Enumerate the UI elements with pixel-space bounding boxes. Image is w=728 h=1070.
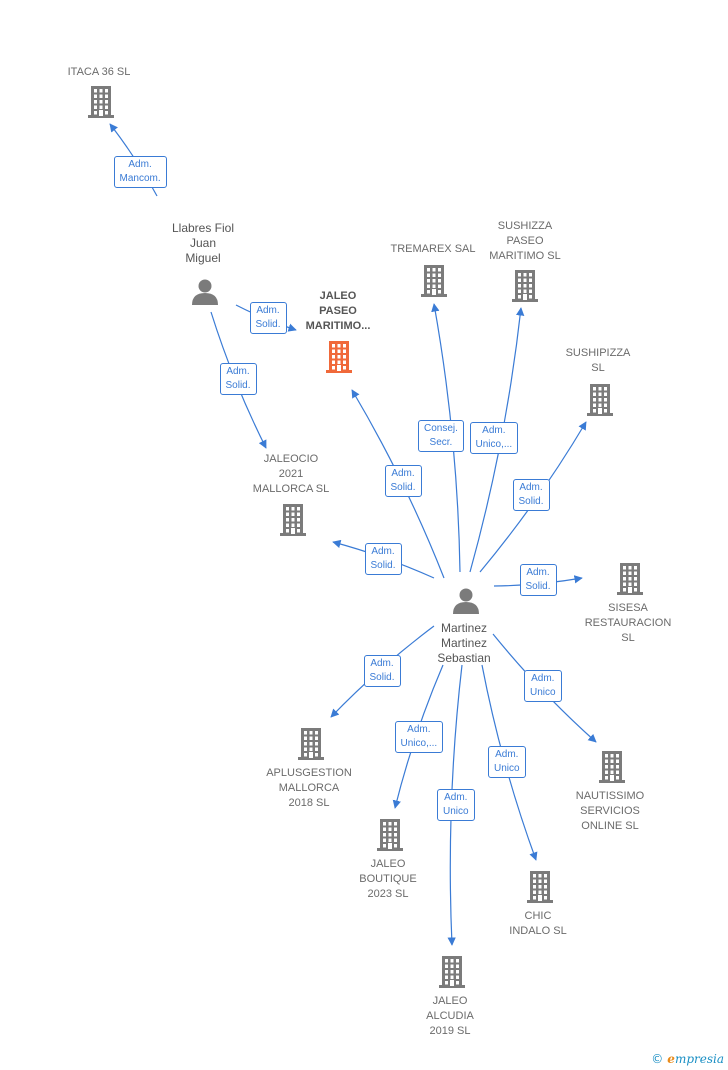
edge-label[interactable]: Adm. Unico,... (469, 422, 519, 454)
edge-label[interactable]: Adm. Solid. (512, 479, 550, 511)
node-label-tremarex[interactable]: TREMAREX SAL (390, 243, 476, 255)
node-label-sushizza[interactable]: SUSHIZZA PASEO MARITIMO SL (489, 220, 561, 262)
building-icon[interactable] (88, 86, 114, 118)
edge-label[interactable]: Adm. Solid. (249, 302, 287, 334)
node-label-llabres[interactable]: Llabres Fiol Juan Miguel (171, 221, 235, 265)
building-icon[interactable] (439, 956, 465, 988)
building-icon[interactable] (587, 384, 613, 416)
copyright-icon: © (651, 1052, 664, 1066)
edge-label[interactable]: Adm. Solid. (363, 655, 401, 687)
edge-label[interactable]: Adm. Unico (524, 670, 562, 702)
building-icon[interactable] (599, 751, 625, 783)
building-icon[interactable] (280, 504, 306, 536)
edge-label[interactable]: Adm. Unico (437, 789, 475, 821)
node-label-sisesa[interactable]: SISESA RESTAURACION SL (584, 602, 672, 644)
building-icon[interactable] (512, 270, 538, 302)
node-label-nautissimo[interactable]: NAUTISSIMO SERVICIOS ONLINE SL (575, 790, 645, 832)
building-icon[interactable] (527, 871, 553, 903)
node-label-chic[interactable]: CHIC INDALO SL (509, 910, 567, 937)
building-icon[interactable] (617, 563, 643, 595)
node-label-boutique[interactable]: JALEO BOUTIQUE 2023 SL (359, 858, 417, 900)
node-label-itaca[interactable]: ITACA 36 SL (67, 66, 131, 78)
building-icon[interactable] (377, 819, 403, 851)
edge-label[interactable]: Adm. Unico,... (394, 721, 444, 753)
edge-label[interactable]: Adm. Mancom. (113, 156, 167, 188)
person-icon[interactable] (453, 588, 479, 615)
building-icon[interactable] (421, 265, 447, 297)
building-icon[interactable] (298, 728, 324, 760)
edge-label[interactable]: Adm. Solid. (219, 363, 257, 395)
node-label-alcudia[interactable]: JALEO ALCUDIA 2019 SL (426, 995, 474, 1037)
node-label-jaleocio[interactable]: JALEOCIO 2021 MALLORCA SL (252, 453, 330, 495)
person-icon[interactable] (192, 279, 218, 306)
edge-label[interactable]: Adm. Unico (488, 746, 526, 778)
edge-label[interactable]: Adm. Solid. (384, 465, 422, 497)
node-label-martinez[interactable]: Martinez Martinez Sebastian (437, 621, 491, 665)
edge-label[interactable]: Adm. Solid. (364, 543, 402, 575)
node-label-aplus[interactable]: APLUSGESTION MALLORCA 2018 SL (266, 767, 352, 809)
edge-label[interactable]: Adm. Solid. (519, 564, 557, 596)
node-label-jaleo_paseo[interactable]: JALEO PASEO MARITIMO... (305, 290, 371, 332)
empresia-logo: ©empresia (651, 1052, 724, 1066)
edge-label[interactable]: Consej. Secr. (418, 420, 464, 452)
building-icon[interactable] (326, 341, 352, 373)
node-label-sushipizza[interactable]: SUSHIPIZZA SL (565, 347, 631, 374)
